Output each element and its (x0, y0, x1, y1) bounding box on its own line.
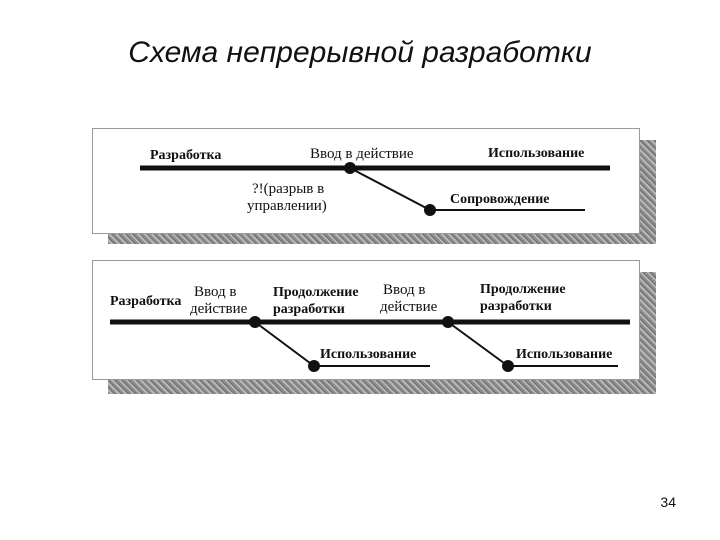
panel-2-shadow-side (638, 272, 656, 394)
label-usage-2b: Использование (516, 347, 613, 362)
panel-1-shadow-side (638, 140, 656, 244)
usage-point-b (502, 360, 514, 372)
label-gap-line2: управлении) (247, 198, 327, 214)
branch-line-2a (254, 321, 315, 367)
diagram-panel-1 (92, 128, 640, 234)
commissioning-point-2b (442, 316, 454, 328)
label-commissioning-2a-line2: действие (190, 301, 248, 317)
label-commissioning-2b-line2: действие (380, 299, 438, 315)
label-usage-1: Использование (488, 146, 585, 161)
maintenance-point (424, 204, 436, 216)
commissioning-point-1 (344, 162, 356, 174)
label-maintenance: Сопровождение (450, 192, 550, 207)
label-development-1: Разработка (150, 148, 222, 163)
label-commissioning-2b-line1: Ввод в (383, 282, 426, 298)
branch-line-2b (447, 321, 509, 367)
label-continuation-2-line2: разработки (480, 299, 552, 314)
label-continuation-1-line1: Продолжение (273, 285, 359, 300)
label-gap-line1: ?!(разрыв в (252, 181, 325, 197)
label-development-2: Разработка (110, 294, 182, 309)
branch-line-1 (349, 167, 431, 211)
label-commissioning-1: Ввод в действие (310, 146, 414, 162)
slide-title: Схема непрерывной разработки (128, 36, 592, 69)
label-commissioning-2a-line1: Ввод в (194, 284, 237, 300)
label-usage-2a: Использование (320, 347, 417, 362)
commissioning-point-2a (249, 316, 261, 328)
usage-point-a (308, 360, 320, 372)
page-number: 34 (660, 494, 676, 510)
label-continuation-2-line1: Продолжение (480, 282, 566, 297)
label-continuation-1-line2: разработки (273, 302, 345, 317)
